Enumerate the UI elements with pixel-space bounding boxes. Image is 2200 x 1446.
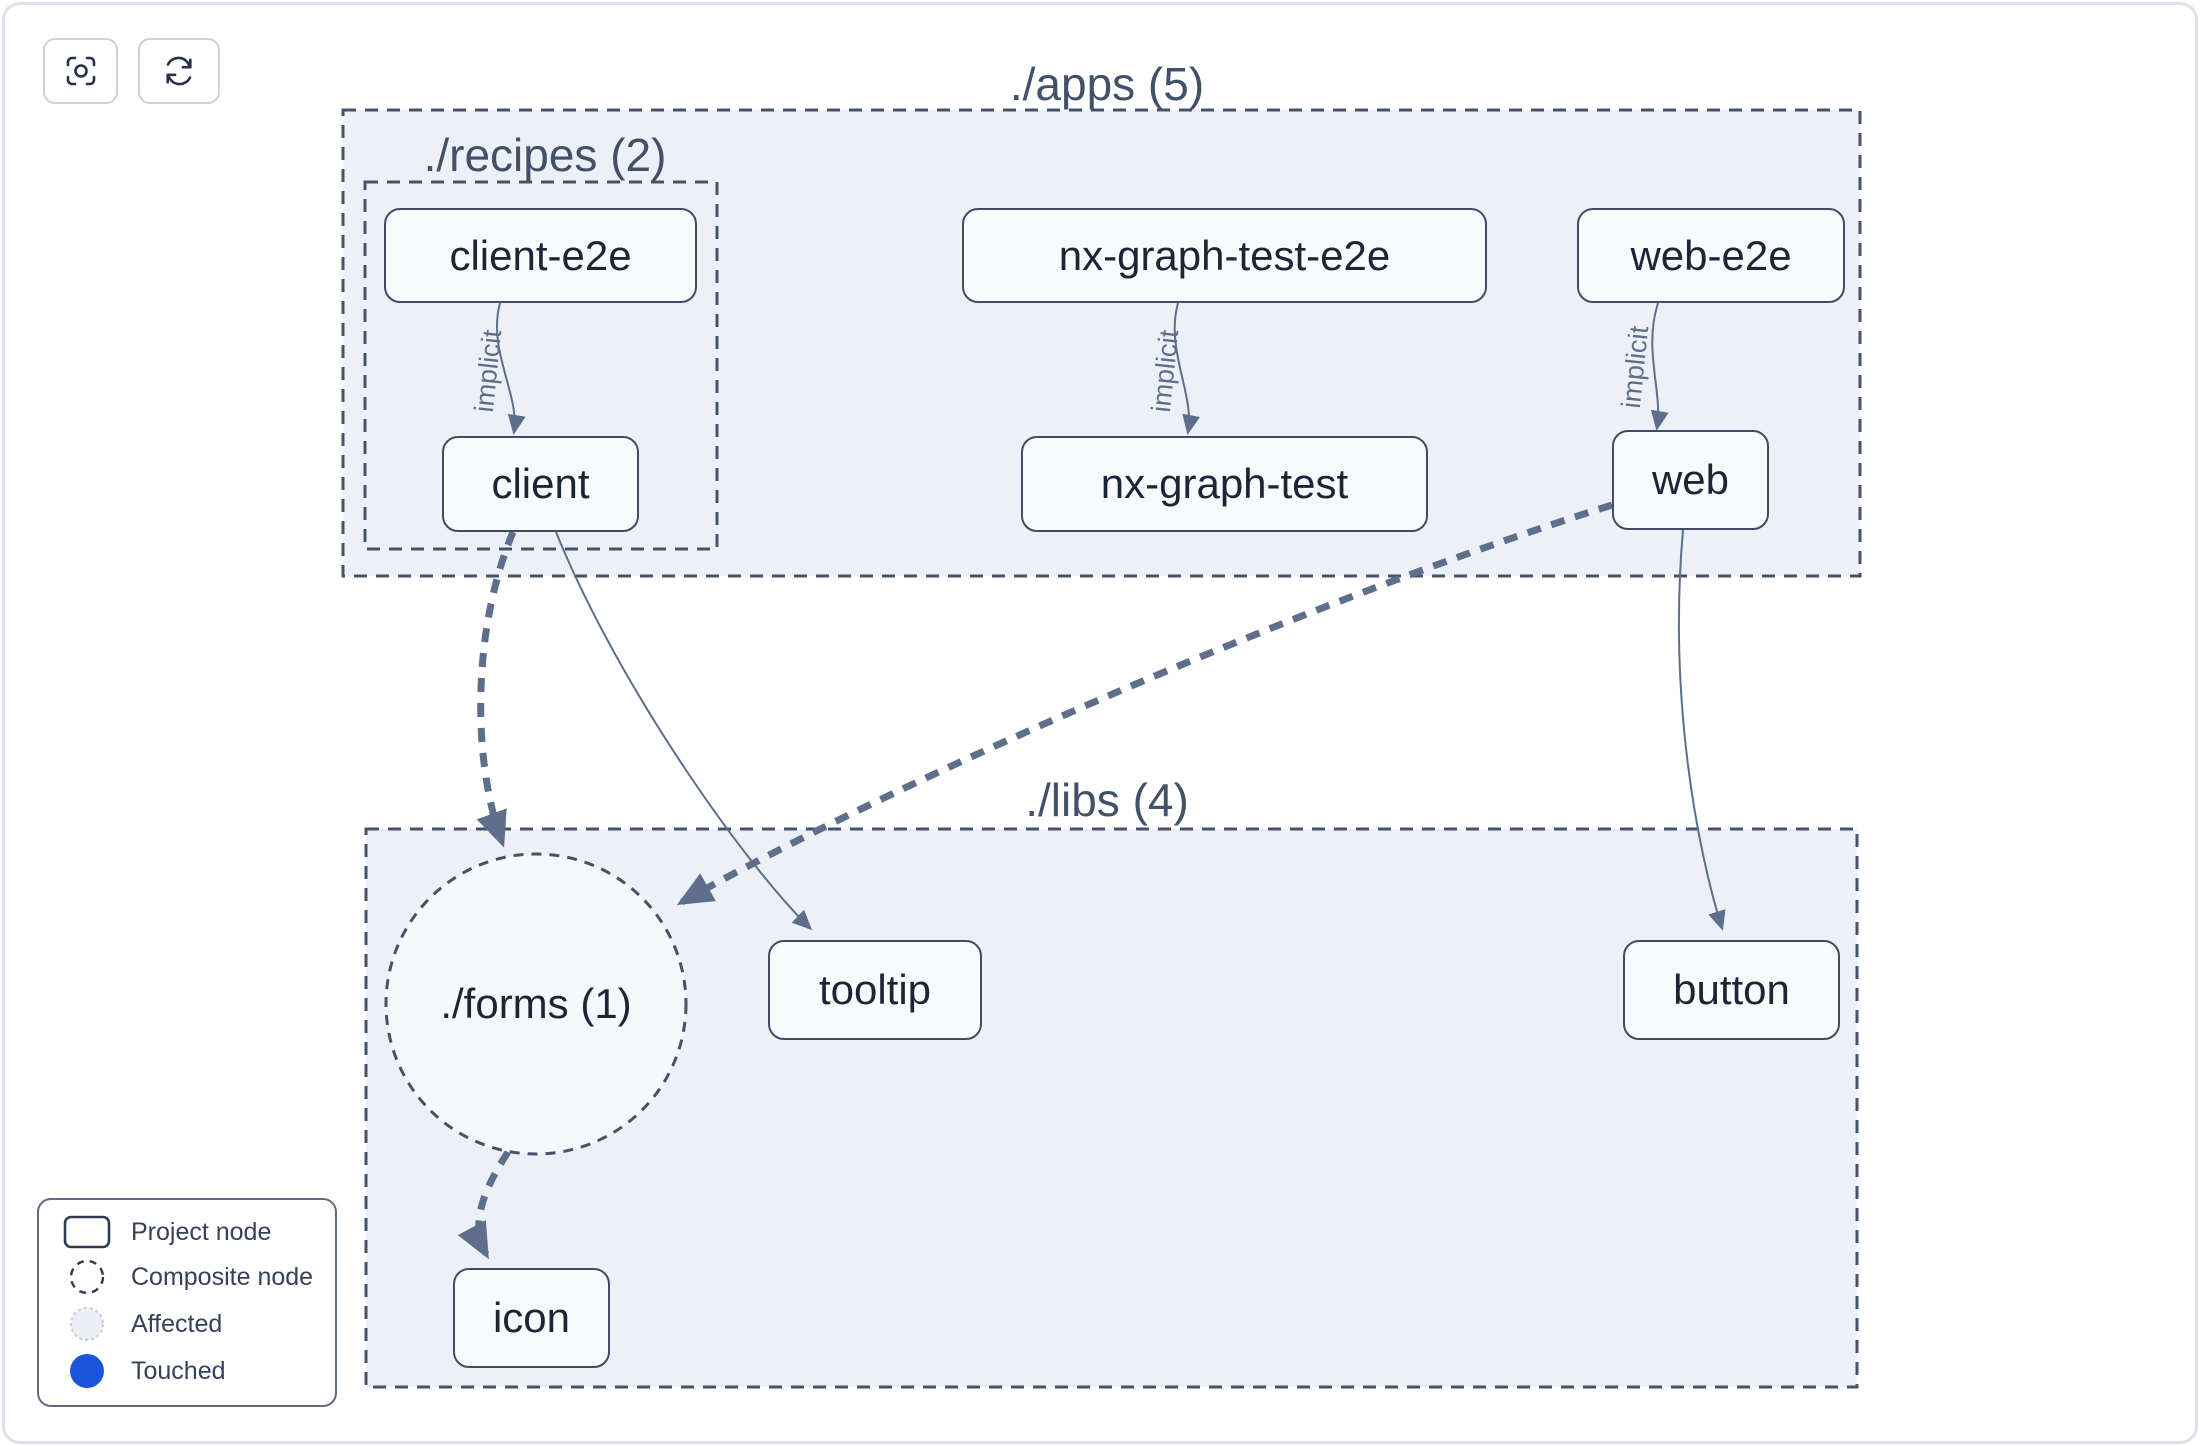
composite-node-forms[interactable] <box>384 852 688 1156</box>
legend-label: Project node <box>131 1217 272 1246</box>
node-button[interactable]: button <box>1623 940 1840 1040</box>
composite-node-icon <box>63 1258 111 1296</box>
focus-button[interactable] <box>43 38 118 104</box>
legend-label: Touched <box>131 1356 226 1385</box>
node-nx-graph-test-e2e[interactable]: nx-graph-test-e2e <box>962 208 1487 303</box>
node-nx-graph-test[interactable]: nx-graph-test <box>1021 436 1428 532</box>
edge-client-forms <box>476 530 517 848</box>
node-icon[interactable]: icon <box>453 1268 610 1368</box>
group-label-recipes: ./recipes (2) <box>423 129 667 181</box>
edge-web-button <box>1677 529 1726 931</box>
project-node-icon <box>63 1215 111 1249</box>
legend-label: Composite node <box>131 1262 314 1291</box>
edge-web-forms <box>676 501 1614 906</box>
legend-row-affected: Affected <box>63 1305 335 1343</box>
edge-client-e2e-client <box>495 302 526 435</box>
node-client[interactable]: client <box>442 436 639 532</box>
group-label-apps: ./apps (5) <box>1009 58 1205 110</box>
edge-forms-icon <box>457 1150 511 1260</box>
refresh-icon <box>161 53 197 89</box>
touched-icon <box>63 1352 111 1390</box>
node-web[interactable]: web <box>1612 430 1769 530</box>
node-tooltip[interactable]: tooltip <box>768 940 982 1040</box>
edge-nx-graph-test-e2e-nx-graph-test <box>1173 302 1200 435</box>
node-web-e2e[interactable]: web-e2e <box>1577 208 1845 303</box>
legend-row-touched: Touched <box>63 1352 335 1390</box>
node-client-e2e[interactable]: client-e2e <box>384 208 697 303</box>
affected-icon <box>63 1305 111 1343</box>
edge-client-tooltip <box>555 531 813 931</box>
focus-icon <box>63 53 99 89</box>
legend: Project node Composite node Affected Tou… <box>37 1198 337 1407</box>
legend-row-project-node: Project node <box>63 1215 335 1249</box>
group-label-libs: ./libs (4) <box>1025 774 1189 826</box>
group-label-forms[interactable]: ./forms (1) <box>440 980 632 1027</box>
refresh-button[interactable] <box>138 38 220 104</box>
legend-row-composite-node: Composite node <box>63 1258 335 1296</box>
edge-web-e2e-web <box>1650 302 1669 431</box>
legend-label: Affected <box>131 1309 223 1338</box>
